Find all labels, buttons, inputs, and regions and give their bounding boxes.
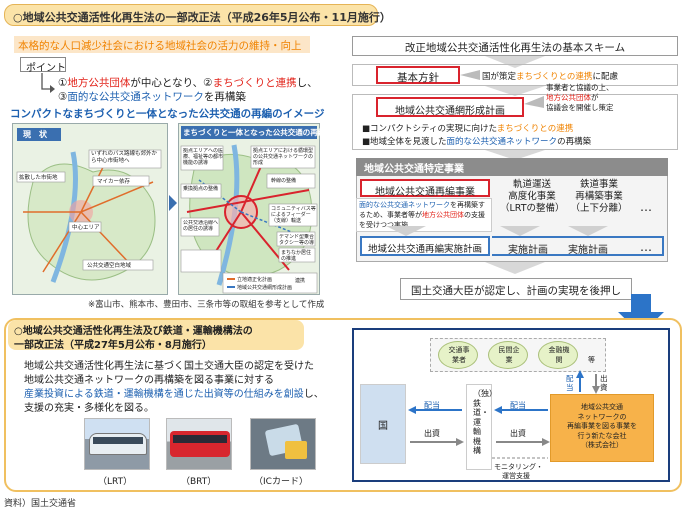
after-legend: 立地適正化計画 [237, 277, 273, 283]
dividend-label-2: 配当 [510, 401, 526, 410]
jrtt-box: （独）鉄道・運輸機構 [466, 384, 497, 470]
brt-photo [166, 418, 232, 470]
bottom-desc-1: 地域公共交通活性化再生法に基づく国土交通大臣の認定を受けた [24, 361, 314, 372]
dividend-label-1: 配当 [424, 401, 440, 410]
flow-arrows [408, 370, 600, 459]
point-label: ポイント [20, 57, 66, 74]
current-state-map: 現 状 いずれのバス路線も郊外から中心市街地へ マイカー依存 拡散した市街地 公… [12, 123, 168, 295]
down-arrow-icon [485, 56, 545, 68]
network-note: 事業者と協議の上、 地方公共団体が 協議会を開催し策定 [546, 83, 614, 112]
investor-oval-private: 民間企業 [488, 341, 528, 369]
current-note: 拡散した市街地 [19, 175, 58, 181]
network-plan-area [352, 94, 678, 150]
scheme-title: 改正地域公共交通活性化再生法の基本スキーム [352, 36, 678, 56]
investment-label-1: 出資 [424, 429, 440, 438]
after-note: デマンド型乗合タクシー等の導入 [279, 234, 315, 246]
bottom-desc-3: 産業投資による鉄道・運輸機構を通じた出資等の仕組みを創設し、 [24, 389, 324, 400]
source-note: 資料）国土交通省 [4, 499, 77, 509]
after-note: 拠点エリアにおける循環型の公共交通ネットワークの形成 [253, 148, 314, 166]
big-down-arrow-icon [618, 294, 664, 334]
down-arrow-icon [485, 86, 545, 96]
down-arrow-icon [386, 226, 608, 236]
photo-label-brt: （BRT） [181, 477, 217, 487]
railway-project: 鉄道事業 再構築事業 （上下分離） [570, 179, 628, 214]
left-subtitle-box: 本格的な人口減少社会における地域社会の活力の維持・向上 [14, 36, 310, 53]
new-company-box: 地域公共交通 ネットワークの 再編事業を図る事業を 行う新たな会社 （株式会社） [550, 394, 654, 462]
down-arrow-icon [485, 262, 545, 274]
current-note: いずれのバス路線も郊外から中心市街地へ [91, 151, 158, 164]
after-note: 乗換拠点の整備 [183, 186, 219, 192]
current-to-after-arrow-icon [169, 195, 177, 211]
lrt-project: 軌道運送 高度化事業 （LRTの整備） [500, 179, 565, 214]
top-banner-title: ○地域公共交通活性化再生法の一部改正法（平成26年5月公布・11月施行） [13, 11, 391, 24]
basic-policy-row [352, 64, 678, 86]
after-map-illustration [180, 144, 318, 294]
point-line-2: ③面的な公共交通ネットワークを再構築 [58, 91, 246, 103]
point-arrow-icon [41, 73, 55, 93]
bottom-desc-4: 支援の充実・多様化を図る。 [24, 403, 154, 414]
current-note: 公共交通空白地域 [87, 263, 132, 269]
reorg-plan: 地域公共交通再編実施計画 [360, 236, 490, 256]
network-plan: 地域公共交通網形成計画 [376, 97, 524, 117]
current-label: 現 状 [23, 130, 47, 139]
image-heading: コンパクトなまちづくりと一体となった公共交通の再編のイメージ [10, 108, 325, 120]
after-note: 幹線の整備 [271, 178, 297, 184]
top-banner: ○地域公共交通活性化再生法の一部改正法（平成26年5月公布・11月施行） [4, 4, 391, 26]
basic-policy: 基本方針 [376, 66, 460, 84]
after-note: 拠点エリアへの医療、福祉等の都市機能の誘導 [183, 148, 223, 166]
reorg-project: 地域公共交通再編事業 [360, 179, 490, 198]
pointer-icon [524, 96, 544, 108]
lrt-photo [84, 418, 150, 470]
investment-label-3: 出資 [600, 374, 608, 392]
country-box: 国 [360, 384, 406, 464]
impl-plan-1: 実施計画 [492, 236, 564, 256]
special-header: 地域公共交通特定事業 [356, 158, 668, 176]
photo-label-lrt: （LRT） [98, 477, 133, 487]
pointer-icon [460, 70, 480, 80]
investor-oval-finance: 金融機関 [538, 341, 578, 369]
current-note: 中心エリア [72, 225, 100, 231]
bottom-title-box: ○地域公共交通活性化再生法及び鉄道・運輸機構法の 一部改正法（平成27年5月公布… [8, 320, 304, 351]
after-note: コミュニティバス等によるフィーダー（支線）輸送 [271, 206, 316, 224]
investor-etc: 等 [588, 356, 595, 364]
current-map-illustration [16, 149, 162, 283]
after-label: まちづくりと一体となった公共交通の再編 [183, 128, 326, 137]
basic-policy-note: 国が策定まちづくりとの連携に配慮 [482, 72, 618, 82]
monitoring-label-1: モニタリング・ [494, 463, 543, 471]
down-arrow-icon [485, 150, 545, 160]
photo-label-ic: （ICカード） [254, 477, 308, 487]
ic-card-photo [250, 418, 316, 470]
after-note: まちなか居住の推進 [281, 250, 312, 262]
point-line-1: ①地方公共団体が中心となり、②まちづくりと連携し、 [58, 77, 318, 89]
investment-label-2: 出資 [510, 429, 526, 438]
after-legend: 連携 [295, 278, 306, 284]
bullet-2: ■地域全体を見渡した面的な公共交通ネットワークの再構築 [362, 137, 592, 147]
after-map: まちづくりと一体となった公共交通の再編 拠点エリアにおける循環型の公共交通ネット… [178, 123, 325, 295]
after-note: 公共交通沿線への居住の誘導 [183, 220, 219, 232]
bullet-1: ■コンパクトシティの実現に向けたまちづくりとの連携 [362, 124, 574, 134]
impl-plan-2: 実施計画 … [564, 236, 664, 256]
left-subtitle: 本格的な人口減少社会における地域社会の活力の維持・向上 [18, 40, 302, 52]
current-note: マイカー依存 [97, 179, 131, 185]
after-legend: 地域公共交通網形成計画 [237, 285, 293, 291]
footnote: ※富山市、熊本市、豊田市、三条市等の取組を参考として作成 [88, 300, 325, 310]
monitoring-label-2: 運営支援 [502, 472, 530, 480]
more-dots: … [640, 200, 652, 214]
dividend-label-3: 配当 [566, 374, 574, 392]
bottom-desc-2: 地域公共交通ネットワークの再構築を図る事業に対する [24, 375, 274, 386]
reorg-note: 面的な公共交通ネットワークを再構築するため、事業者等が地方公共団体の支援を受けつ… [356, 198, 492, 232]
approval: 国土交通大臣が認定し、計画の実現を後押し [400, 278, 632, 300]
investor-oval-transport: 交通事業者 [438, 341, 478, 369]
